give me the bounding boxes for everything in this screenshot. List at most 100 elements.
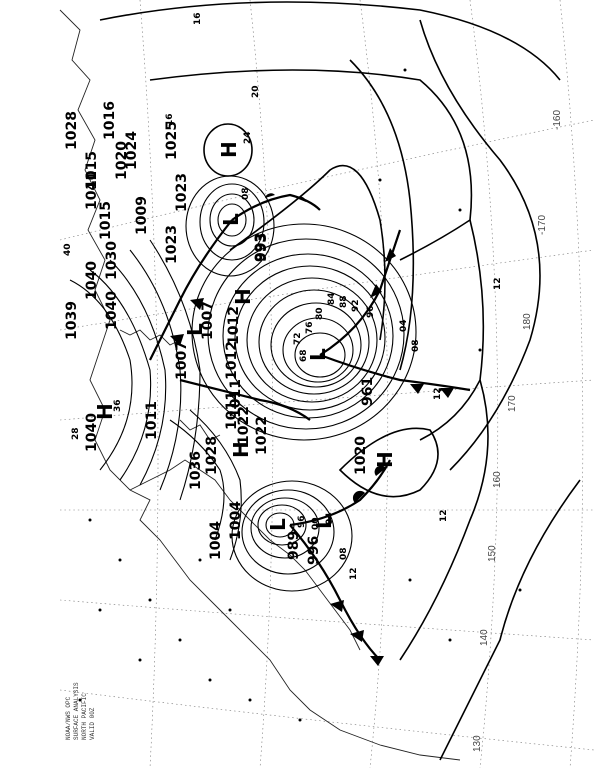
pressure-label: 1036 (188, 451, 204, 490)
isobar-label: 36 (113, 399, 123, 412)
isobar-label: 72 (293, 332, 303, 345)
isobar-label: 04 (325, 512, 335, 525)
longitude-label: -170 (537, 215, 548, 235)
longitude-labels: -160 -170 180 170 160 150 140 130 (472, 110, 563, 752)
longitude-label: 140 (479, 629, 490, 646)
longitude-label: 150 (487, 545, 498, 562)
pressure-label: 1012 (224, 341, 240, 380)
pressure-label: 1040 (104, 291, 120, 330)
pressure-label: 1025 (164, 121, 180, 160)
isobar-label: 08 (241, 187, 251, 200)
low-pressure-label: 996 (306, 536, 322, 565)
isobar-label: 24 (243, 131, 253, 144)
pressure-label: 1011 (224, 391, 240, 430)
pressure-label: 1030 (104, 241, 120, 280)
longitude-label: 170 (507, 395, 518, 412)
high-pressure-label: 1040 (84, 413, 100, 452)
east-high-isobar (338, 427, 439, 498)
stations (78, 68, 522, 722)
front-symbols (170, 193, 454, 666)
pressure-label: 1040 (84, 261, 100, 300)
info-line: NOAA/NWS OPC (65, 696, 72, 740)
map-info-block: NOAA/NWS OPC SURFACE ANALYSIS NORTH PACI… (65, 682, 96, 740)
isobar-label: 96 (297, 515, 307, 528)
isobar-label: 76 (305, 321, 315, 334)
low-west: L 1007 (183, 301, 216, 340)
pressure-label: 1024 (124, 131, 140, 170)
low-gulf-2: L 996 (306, 516, 336, 565)
isobar-label: 16 (193, 12, 203, 25)
isobar-label: 84 (327, 292, 337, 305)
longitude-label: 130 (472, 735, 483, 752)
isobar-label: 92 (351, 299, 361, 312)
isobar-label: 28 (71, 427, 81, 440)
isobar-label: 80 (315, 307, 325, 320)
high-marker: H (93, 403, 117, 420)
longitude-label: -160 (552, 110, 563, 130)
low-marker: L (266, 518, 290, 531)
low-gulf: L 989 (266, 518, 302, 560)
pressure-label: 1004 (208, 521, 224, 560)
low-marker: L (183, 323, 207, 336)
isobar-label: 12 (349, 567, 359, 580)
pressure-label: 1023 (174, 173, 190, 212)
pressure-label: 1028 (204, 436, 220, 475)
pressure-label: 1016 (102, 101, 118, 140)
pressure-labels: 1040 1039 1040 1030 1015 1015 1009 1023 … (64, 101, 270, 560)
isobar-label: 16 (165, 113, 175, 126)
pressure-label: 1041 (84, 171, 100, 210)
high-pressure-label: 1012 (226, 306, 242, 345)
pressure-label: 1004 (228, 501, 244, 540)
pressure-label: 993 (254, 233, 270, 262)
pressure-label: 1039 (64, 301, 80, 340)
isobar-label: 96 (366, 305, 376, 318)
fronts (149, 193, 471, 661)
isobar-labels: 16 20 24 16 12 12 08 04 96 92 88 84 80 7… (63, 12, 503, 580)
low-marker: L (219, 213, 243, 226)
western-isobars (69, 239, 242, 561)
low-centers: L 961 L 989 L 996 L 993 L 1007 (183, 213, 376, 565)
north-high-isobar (203, 123, 253, 177)
isobar-label: 04 (399, 319, 409, 332)
low-pressure-label: 993 (253, 233, 269, 262)
isobar-label: 08 (411, 339, 421, 352)
pressure-label: 1007 (174, 341, 190, 380)
longitude-label: 160 (492, 471, 503, 488)
gulf-low-isobars (231, 480, 353, 592)
low-pressure-label: 1007 (200, 301, 216, 340)
main-low-isobars (191, 223, 417, 441)
low-main: L 961 (306, 348, 376, 406)
isobar-label: 12 (433, 387, 443, 400)
isobar-label: 08 (339, 547, 349, 560)
pressure-label: 1023 (164, 225, 180, 264)
low-pressure-label: 989 (286, 531, 302, 560)
isobar-label: 12 (493, 277, 503, 290)
coastlines (59, 9, 461, 761)
pressure-label: 1011 (228, 379, 244, 418)
graticule (59, 0, 594, 768)
info-line: NORTH PACIFIC (81, 693, 88, 740)
pressure-label: 1028 (64, 111, 80, 150)
high-marker: H (231, 288, 255, 305)
pressure-label: 1020 (114, 141, 130, 180)
high-pressure-label: 1020 (353, 436, 369, 475)
isobar-label: 20 (251, 85, 261, 98)
low-pressure-label: 961 (360, 377, 376, 406)
info-line: VALID 00Z (89, 707, 96, 740)
high-centers: H H 1020 H 1022 H 1040 H 1012 (84, 141, 397, 475)
isobar-label: 12 (439, 509, 449, 522)
pressure-label: 1015 (84, 151, 100, 190)
pressure-label: 1011 (144, 401, 160, 440)
pressure-label: 1022 (254, 416, 270, 455)
low-marker: L (312, 516, 336, 529)
info-line: SURFACE ANALYSIS (73, 682, 80, 740)
isobar-label: 88 (339, 295, 349, 308)
pressure-label: 1015 (98, 201, 114, 240)
isobar-label: 00 (311, 517, 321, 530)
isobar-label: 68 (299, 349, 309, 362)
high-marker: H (217, 141, 241, 158)
pressure-label: 1009 (134, 196, 150, 235)
high-marker: H (373, 451, 397, 468)
longitude-label: 180 (522, 313, 533, 330)
